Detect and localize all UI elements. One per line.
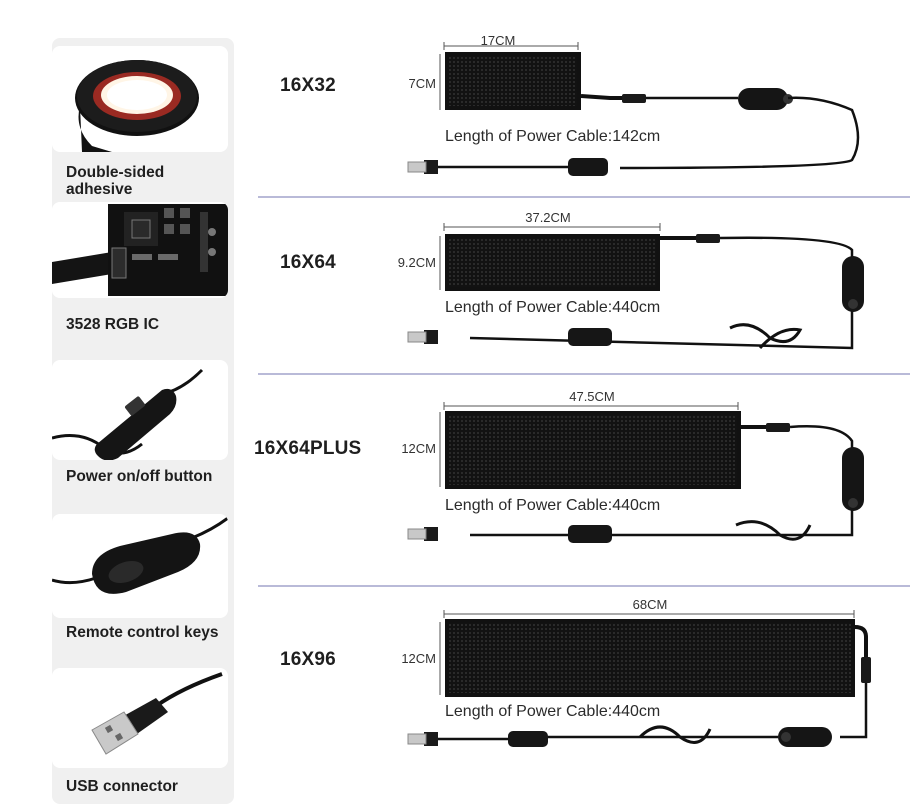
led-panel-diagram — [407, 223, 864, 350]
width-dimension-label: 37.2CM — [525, 210, 571, 225]
height-dimension-label: 9.2CM — [397, 255, 436, 270]
remote-control-icon — [52, 514, 228, 618]
height-dimension-label: 12CM — [401, 441, 436, 456]
adhesive-tape-icon — [52, 46, 228, 152]
led-panel-diagram — [407, 42, 860, 176]
circuit-board-icon — [52, 202, 228, 298]
divider — [258, 585, 910, 587]
led-panel-diagram — [407, 610, 871, 747]
product-row-16x32: 16X32 17CM 7CM Length of Power Cable:142… — [240, 0, 910, 196]
feature-sidebar: Double-sided adhesive 3528 — [52, 38, 234, 804]
feature-label: Remote control keys — [66, 624, 219, 641]
feature-card-remote: Remote control keys — [52, 514, 234, 666]
height-dimension-label: 7CM — [408, 76, 436, 91]
feature-label: USB connector — [66, 778, 178, 795]
model-name: 16X64 — [280, 252, 336, 273]
power-cable-length: Length of Power Cable:440cm — [445, 497, 661, 514]
feature-card-power-switch: Power on/off button — [52, 360, 234, 512]
product-row-16x96: 16X96 68CM 12CM Length of Power Cable:44… — [240, 587, 910, 809]
model-name: 16X96 — [280, 649, 336, 670]
divider — [258, 373, 910, 375]
feature-card-usb: USB connector — [52, 668, 234, 804]
switch-icon — [52, 360, 228, 460]
led-panel-diagram — [407, 402, 864, 543]
feature-card-adhesive: Double-sided adhesive — [52, 46, 234, 206]
feature-card-rgb-ic: 3528 RGB IC — [52, 202, 234, 354]
power-cable-length: Length of Power Cable:440cm — [445, 299, 661, 316]
width-dimension-label: 47.5CM — [569, 389, 615, 404]
power-cable-length: Length of Power Cable:440cm — [445, 703, 661, 720]
product-row-16x64plus: 16X64PLUS 47.5CM 12CM Length of Power Ca… — [240, 375, 910, 585]
feature-label: Double-sided adhesive — [66, 164, 165, 198]
feature-label: Power on/off button — [66, 468, 213, 485]
power-cable-length: Length of Power Cable:142cm — [445, 128, 661, 145]
height-dimension-label: 12CM — [401, 651, 436, 666]
model-name: 16X64PLUS — [254, 438, 362, 459]
product-variants-panel: 16X32 17CM 7CM Length of Power Cable:142… — [240, 0, 910, 809]
feature-label: 3528 RGB IC — [66, 316, 160, 333]
width-dimension-label: 68CM — [632, 597, 668, 612]
divider — [258, 196, 910, 198]
product-row-16x64: 16X64 37.2CM 9.2CM Length of Power Cable… — [240, 198, 910, 373]
model-name: 16X32 — [280, 75, 336, 96]
width-dimension-label: 17CM — [480, 33, 516, 48]
usb-plug-icon — [52, 668, 228, 768]
